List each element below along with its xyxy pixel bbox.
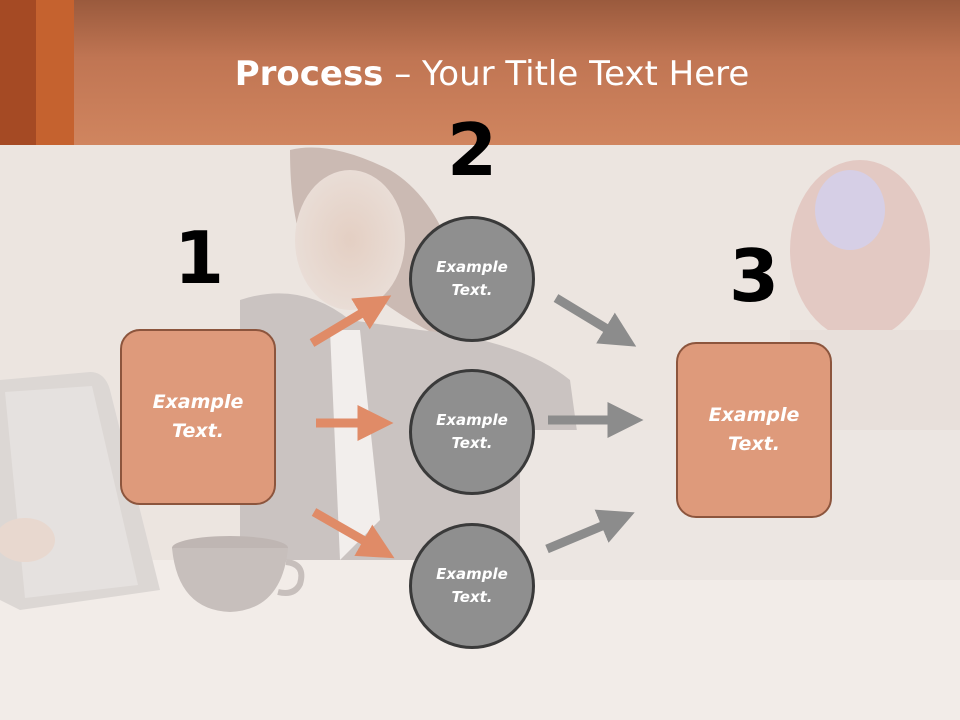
arrow-1-to-bottom	[311, 508, 395, 559]
title-bold: Process	[234, 54, 384, 94]
slide-title: Process – Your Title Text Here	[0, 52, 960, 96]
node-middle-text: Example Text.	[436, 411, 508, 452]
step-2-node-middle: Example Text.	[409, 369, 535, 495]
header-bar	[0, 0, 960, 145]
step-3-number: 3	[728, 234, 780, 318]
step-2-node-top: Example Text.	[409, 216, 535, 342]
node-top-text: Example Text.	[436, 258, 508, 299]
step-3-text: Example Text.	[708, 404, 800, 455]
step-1-box: Example Text.	[120, 329, 276, 505]
header-accent-mid	[36, 0, 74, 145]
arrow-bottom-to-3	[545, 509, 635, 554]
arrow-top-to-3	[553, 294, 637, 347]
step-2-node-bottom: Example Text.	[409, 523, 535, 649]
arrow-1-to-top	[309, 295, 392, 347]
step-1-text: Example Text.	[152, 391, 244, 442]
title-rest: – Your Title Text Here	[383, 54, 750, 94]
header-accent-dark	[0, 0, 36, 145]
node-bottom-text: Example Text.	[436, 565, 508, 606]
step-2-number: 2	[446, 108, 498, 192]
step-1-number: 1	[173, 216, 225, 300]
step-3-box: Example Text.	[676, 342, 832, 518]
